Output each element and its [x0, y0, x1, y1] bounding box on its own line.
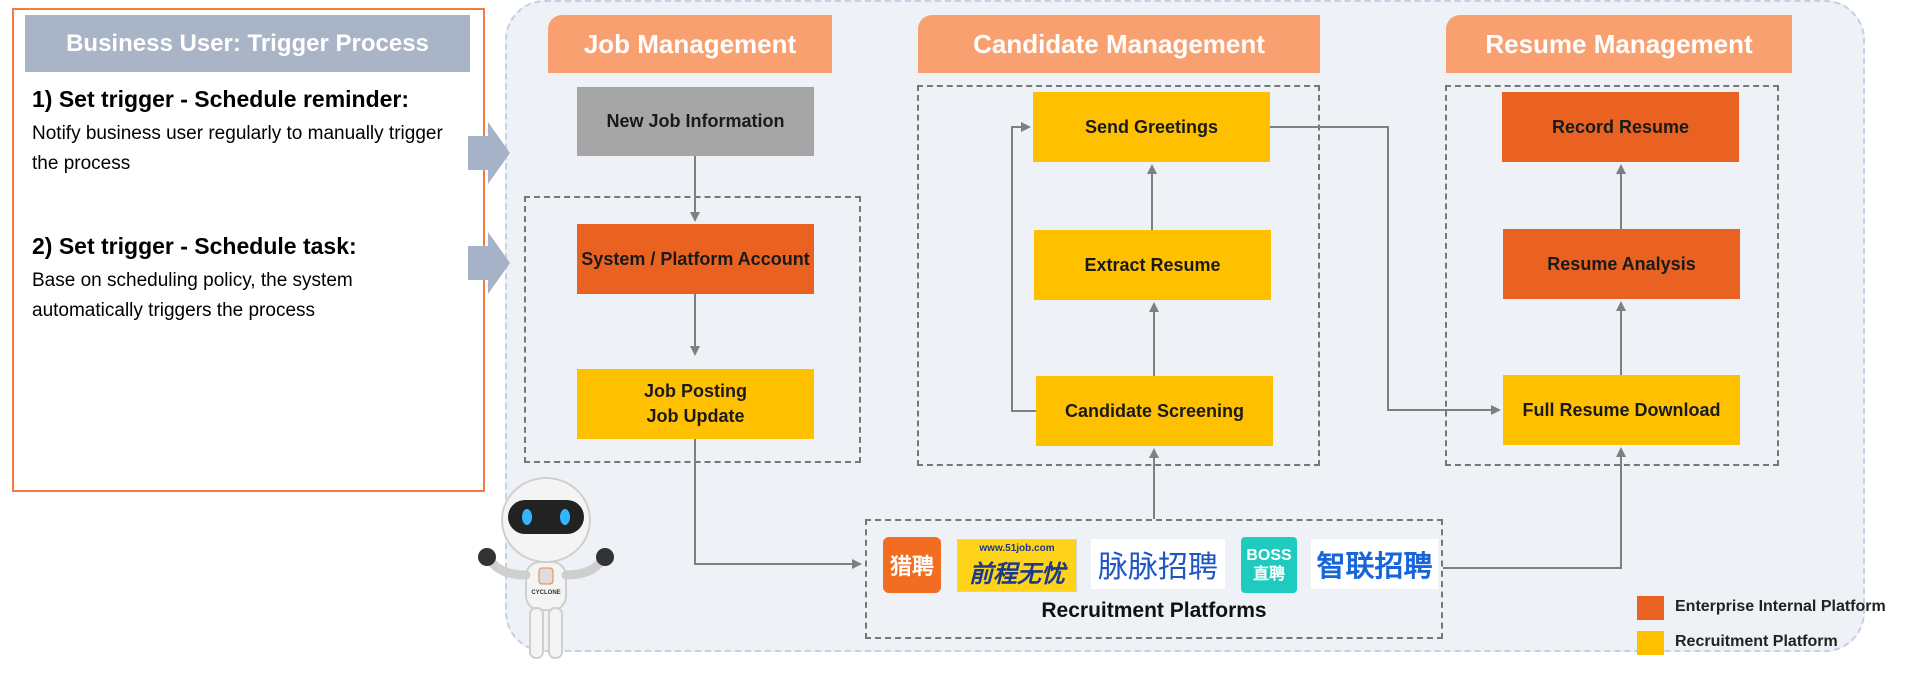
robot-badge: CYCLONE: [531, 590, 560, 596]
node-extract-resume: Extract Resume: [1034, 230, 1271, 300]
legend-swatch-enterprise: [1637, 596, 1664, 620]
step-1-description: Notify business user regularly to manual…: [32, 123, 443, 174]
node-candidate-screening: Candidate Screening: [1036, 376, 1273, 446]
node-job-posting: Job Posting Job Update: [577, 369, 814, 439]
node-system-platform-account: System / Platform Account: [577, 224, 814, 294]
job-posting-group: [524, 196, 861, 463]
51job-url: www.51job.com: [979, 542, 1055, 554]
arrow-greetings-to-download: [1270, 126, 1501, 415]
arrow-posting-to-platforms: [694, 439, 862, 569]
arrow-screening-loop-to-greetings: [1011, 122, 1036, 412]
trigger-arrow-2: [468, 232, 510, 294]
51job-logo: www.51job.com 前程无忧: [957, 539, 1077, 592]
node-send-greetings: Send Greetings: [1033, 92, 1270, 162]
trigger-panel: [12, 8, 485, 492]
trigger-panel-header: Business User: Trigger Process: [25, 15, 470, 72]
51job-name: 前程无忧: [969, 560, 1065, 588]
candidate-group: [917, 85, 1320, 466]
platforms-group: [865, 519, 1443, 639]
legend-label-enterprise: Enterprise Internal Platform: [1675, 598, 1886, 615]
step-2-description: Base on scheduling policy, the system au…: [32, 270, 353, 321]
liepin-logo: 猎聘: [883, 537, 941, 593]
trigger-arrow-1: [468, 122, 510, 184]
tab-job-management: Job Management: [548, 15, 832, 73]
legend-swatch-recruitment: [1637, 631, 1664, 655]
platforms-label: Recruitment Platforms: [1041, 599, 1267, 622]
node-full-resume-download: Full Resume Download: [1503, 375, 1740, 445]
maimai-logo: 脉脉招聘: [1091, 539, 1225, 589]
tab-candidate-management: Candidate Management: [918, 15, 1320, 73]
zhilian-logo: 智联招聘: [1311, 539, 1438, 589]
node-record-resume: Record Resume: [1502, 92, 1739, 162]
resume-group: [1445, 85, 1779, 466]
node-new-job-information: New Job Information: [577, 87, 814, 156]
legend-label-recruitment: Recruitment Platform: [1675, 633, 1838, 650]
robot-mascot: [478, 477, 614, 659]
boss-logo: BOSS 直聘: [1241, 537, 1297, 593]
arrow-platforms-to-download: [1443, 447, 1626, 569]
tab-resume-management: Resume Management: [1446, 15, 1792, 73]
node-resume-analysis: Resume Analysis: [1503, 229, 1740, 299]
step-1-title: 1) Set trigger - Schedule reminder:: [32, 86, 410, 112]
step-2-title: 2) Set trigger - Schedule task:: [32, 233, 357, 259]
